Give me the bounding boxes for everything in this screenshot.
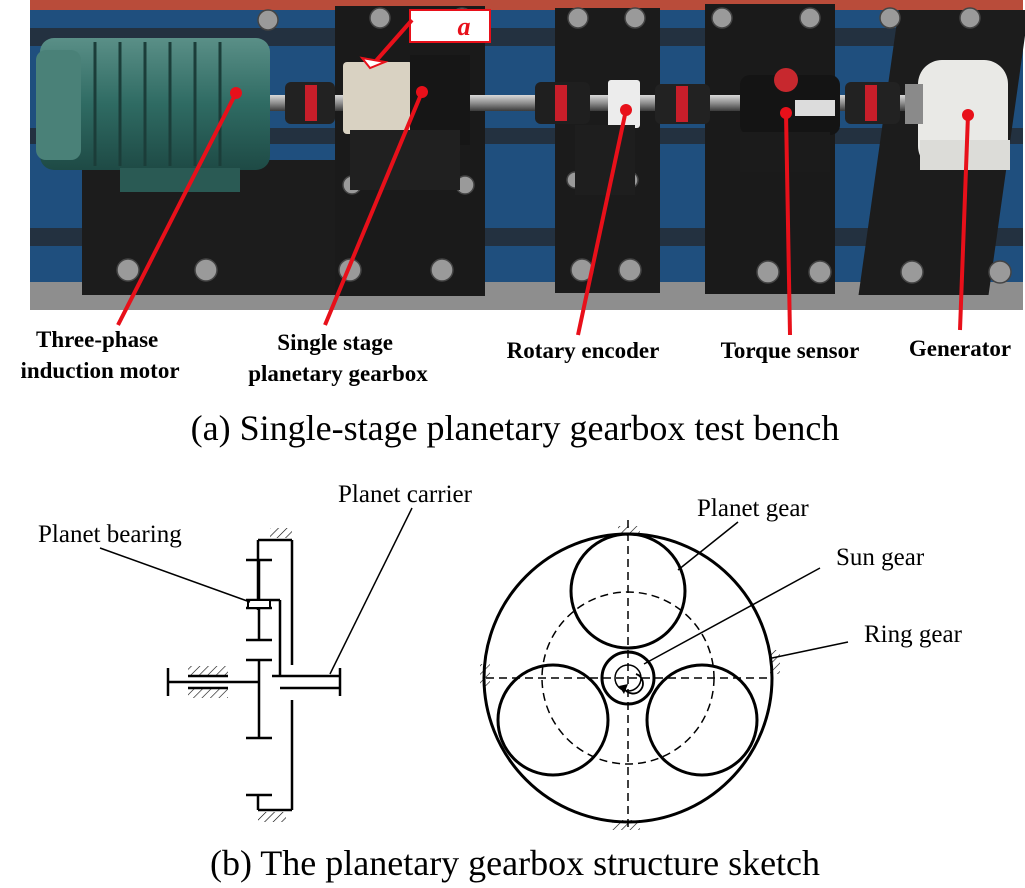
planet-gear-bottom-right xyxy=(645,663,759,777)
motor-label-line1: Three-phase xyxy=(36,327,158,352)
side-view-leaders xyxy=(99,507,413,675)
front-hatch-left xyxy=(480,664,490,686)
gearbox-label: Single stage planetary gearbox xyxy=(248,330,428,386)
carrier-pitch-circle xyxy=(541,591,715,765)
torque-label: Torque sensor xyxy=(721,338,860,363)
planet-gear-label: Planet gear xyxy=(697,495,809,522)
couplings xyxy=(285,82,900,124)
caption-b: (b) The planetary gearbox structure sket… xyxy=(210,843,820,883)
planetary-gearbox xyxy=(343,55,470,190)
front-hatch-bottom xyxy=(612,820,640,830)
gearbox-label-line2: planetary gearbox xyxy=(248,361,428,386)
sun-gear-label: Sun gear xyxy=(836,544,925,571)
planet-gear-bottom-left xyxy=(496,663,610,777)
ring-gear-label: Ring gear xyxy=(864,621,963,648)
test-bench-photo: a xyxy=(30,0,1025,336)
caption-a: (a) Single-stage planetary gearbox test … xyxy=(191,408,840,448)
component-labels: Three-phase induction motor Single stage… xyxy=(20,327,1011,386)
induction-motor xyxy=(36,38,270,192)
encoder-label: Rotary encoder xyxy=(507,338,660,363)
generator xyxy=(905,60,1010,170)
sun-gear-circle xyxy=(600,650,656,706)
front-hatch-top xyxy=(618,526,640,536)
torque-sensor xyxy=(740,68,840,172)
bed-top-edge xyxy=(30,0,1023,10)
front-view-leaders xyxy=(643,521,849,665)
gearbox-front-view xyxy=(482,520,774,828)
generator-label: Generator xyxy=(909,336,1011,361)
motor-label: Three-phase induction motor xyxy=(20,327,179,383)
callout-a: a xyxy=(359,9,491,70)
planet-bearing-mark xyxy=(247,599,271,609)
rotary-encoder xyxy=(575,80,640,195)
front-hatch-right xyxy=(770,650,780,674)
gearbox-label-line1: Single stage xyxy=(277,330,393,355)
planet-bearing-label: Planet bearing xyxy=(38,521,182,548)
gearbox-side-view xyxy=(166,528,342,822)
callout-letter: a xyxy=(458,12,471,41)
leader-lines xyxy=(116,86,974,336)
motor-label-line2: induction motor xyxy=(20,358,179,383)
planet-carrier-label: Planet carrier xyxy=(338,481,473,508)
